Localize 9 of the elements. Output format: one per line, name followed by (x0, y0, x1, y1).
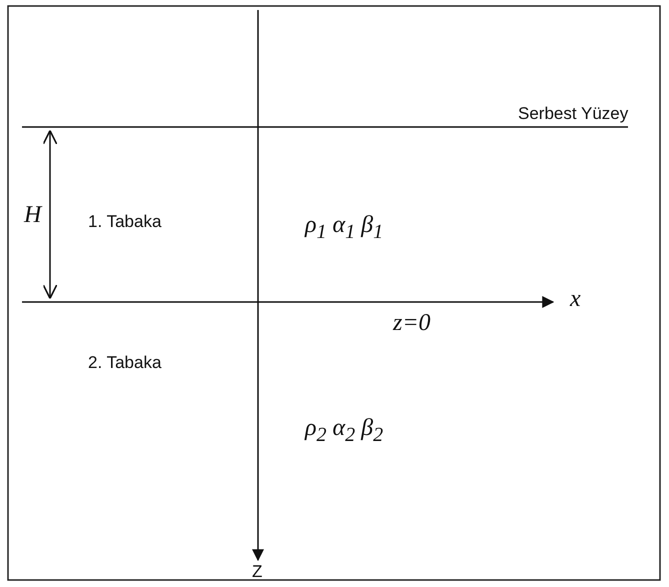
axis-origin-label: z=0 (393, 310, 431, 337)
material-parameters: ρ$_{2}$ α$_{2}$ β$_{2}$ (305, 415, 384, 447)
layer-label: 1. Tabaka (88, 212, 162, 232)
axis-label: Z (252, 562, 262, 582)
axis-label: x (570, 286, 581, 313)
material-parameters: ρ$_{1}$ α$_{1}$ β$_{1}$ (305, 212, 384, 244)
layer-label: 2. Tabaka (88, 353, 162, 373)
surface-label: Serbest Yüzey (518, 104, 628, 124)
dimension-label: H (24, 202, 42, 229)
